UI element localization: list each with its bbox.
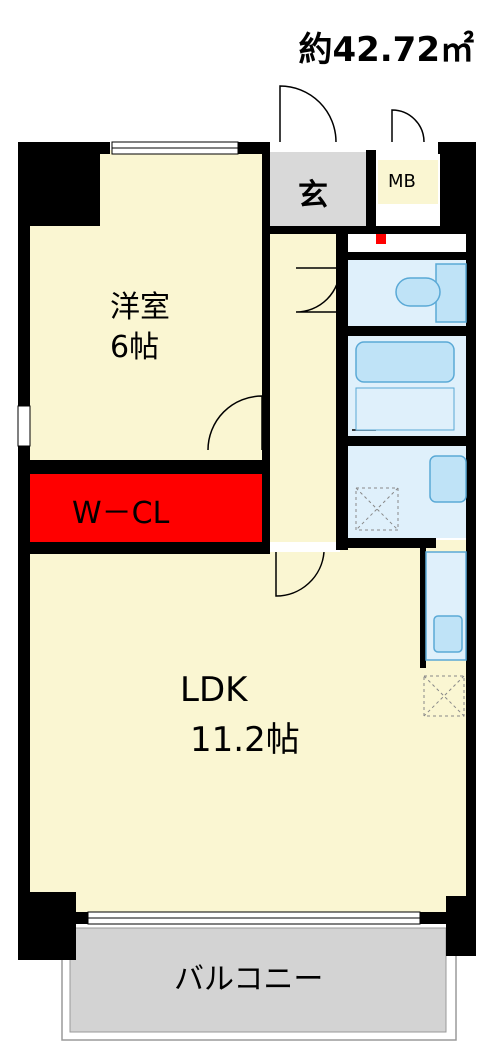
toilet-door [295, 267, 341, 313]
western-room-name: 洋室 [110, 290, 170, 325]
meter-box-floor [378, 160, 438, 204]
refrigerator-space [423, 675, 465, 717]
vanity [429, 455, 467, 503]
walk-in-closet-floor [30, 474, 262, 544]
washing-machine [355, 487, 399, 531]
wall-closet-top [18, 460, 270, 474]
windows [17, 141, 421, 925]
bath-floor [355, 387, 455, 431]
ldk-floor [30, 552, 470, 912]
mb-door [391, 109, 425, 143]
wall-toilet-bottom [340, 326, 476, 336]
hallway-floor [270, 232, 340, 542]
walk-in-closet-label: W－CL [72, 496, 170, 531]
wall-entrance-right [366, 150, 376, 234]
walls [18, 142, 476, 960]
front-door [279, 85, 337, 143]
column-bottom-right [446, 896, 476, 956]
wall-bath-bottom [340, 436, 476, 446]
wall-left [18, 142, 30, 922]
wall-wet-top [336, 252, 476, 260]
western-room-size: 6帖 [110, 330, 160, 365]
toilet-bowl [395, 277, 441, 307]
toilet-tank [435, 263, 467, 323]
wall-wash-bottom [336, 538, 436, 548]
ldk-door [275, 551, 325, 597]
wall-western-right [262, 150, 270, 550]
wall-right [466, 142, 476, 922]
kitchen-sink [433, 615, 463, 653]
bathtub [355, 341, 455, 383]
column-top-right [440, 142, 476, 232]
column-top-left [18, 142, 100, 226]
floor-area-label: 約42.72㎡ [298, 30, 474, 70]
fixtures [355, 234, 467, 717]
ldk-size: 11.2帖 [190, 720, 300, 760]
entrance-label: 玄 [298, 178, 328, 213]
ldk-name: LDK [180, 670, 248, 710]
balcony-floor [69, 927, 447, 1033]
breaker-marker [376, 234, 386, 244]
wall-closet-bottom [18, 542, 270, 554]
meter-box-label: MB [388, 171, 416, 192]
wall-kitchen-left [420, 548, 426, 668]
entrance-floor [270, 152, 367, 226]
balcony-label: バルコニー [174, 962, 324, 997]
column-bottom-left [18, 892, 76, 960]
western-door [207, 395, 263, 451]
